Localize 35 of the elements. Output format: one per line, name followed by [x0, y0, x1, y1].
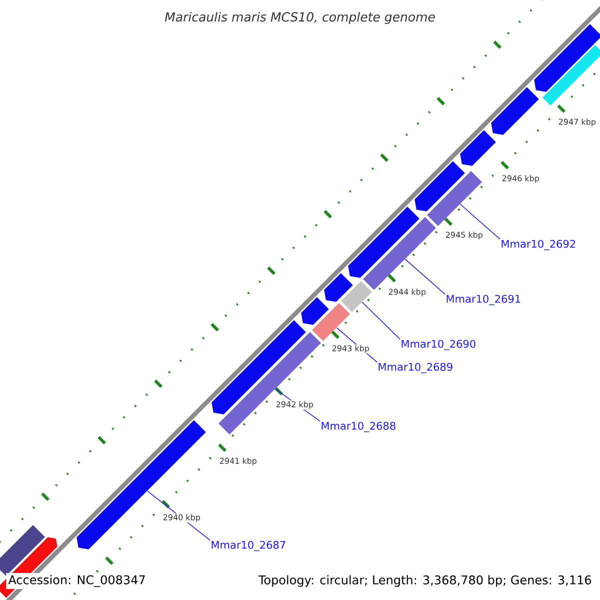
scale-label: 2941 kbp [218, 457, 258, 466]
leader-line [460, 204, 500, 240]
scale-label: 2946 kbp [501, 174, 540, 184]
gene-bar [427, 170, 482, 226]
gene-bar [0, 525, 45, 576]
leader-line [404, 258, 446, 295]
gene-bar [491, 87, 539, 135]
gene-bar [312, 303, 350, 341]
gene-bar [534, 24, 600, 92]
gene-bar [414, 161, 465, 212]
gene-label: Mmar10_2691 [446, 294, 520, 306]
gene-bar [341, 281, 372, 312]
title: Maricaulis maris MCS10, complete genome [162, 10, 438, 26]
scale-label: 2947 kbp [558, 118, 597, 127]
gene-bar [218, 332, 321, 434]
leader-line [362, 302, 400, 340]
gene-bar [542, 45, 600, 106]
gene-label: Mmar10_2690 [402, 340, 476, 350]
accession-text: Accession: NC_008347 [6, 573, 148, 589]
topology-text: Topology: circular; Length: 3,368,780 bp; Genes: 3,116 [256, 573, 594, 589]
gene-label: Mmar10_2692 [502, 240, 576, 250]
scale-label: 2945 kbp [444, 231, 484, 240]
scale-label: 2942 kbp [275, 400, 314, 410]
gene-bar [324, 273, 353, 302]
gene-label: Mmar10_2689 [378, 362, 452, 374]
scale-label: 2940 kbp [162, 514, 202, 522]
gene-bar [348, 206, 420, 278]
gene-label: Mmar10_2688 [322, 422, 396, 432]
scale-label: 2944 kbp [388, 288, 427, 297]
gene-bar [76, 420, 206, 550]
scale-label: 2943 kbp [331, 344, 370, 354]
gene-bar [460, 130, 496, 166]
gene-bar [363, 217, 436, 290]
gene-bar [301, 297, 329, 325]
gene-label: Mmar10_2687 [212, 540, 286, 552]
